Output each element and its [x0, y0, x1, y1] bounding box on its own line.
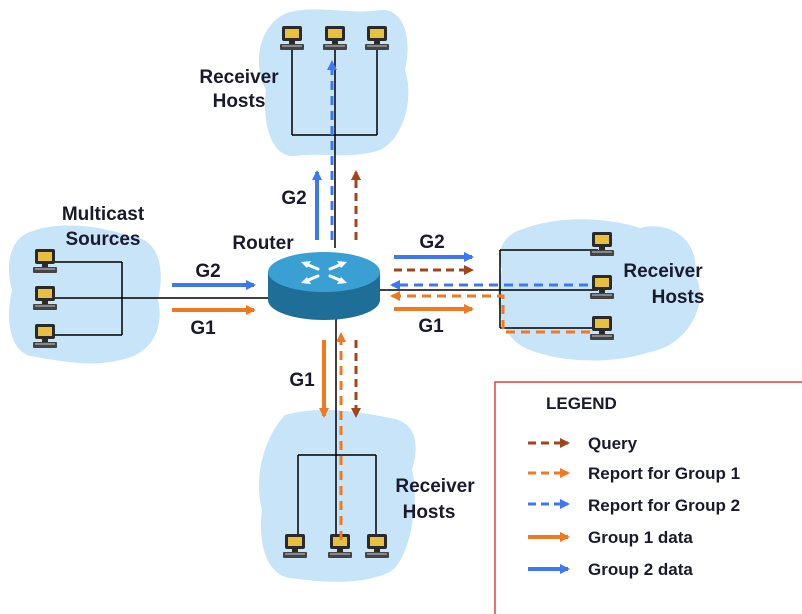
left-g2-label: G2: [195, 261, 220, 282]
computer-icon: [590, 316, 614, 340]
top-receivers-label-2: Hosts: [213, 91, 266, 112]
legend-item-group2-data: Group 2 data: [588, 560, 693, 579]
bottom-receivers-label-2: Hosts: [403, 502, 456, 523]
bottom-receivers-label-1: Receiver: [395, 476, 475, 497]
report-group1-right: [390, 291, 590, 334]
right-g1-label: G1: [418, 316, 444, 337]
computer-icon: [323, 26, 347, 50]
bottom-g1-label: G1: [289, 370, 315, 391]
computer-icon: [283, 534, 307, 558]
bottom-hosts: [283, 534, 389, 558]
top-receivers-label-1: Receiver: [199, 67, 279, 88]
legend-item-query: Query: [588, 434, 638, 453]
right-receivers-label-1: Receiver: [623, 261, 703, 282]
sources-label-2: Sources: [66, 229, 141, 250]
legend: LEGEND Query Report for Group 1 Report f…: [494, 381, 802, 614]
router-icon: [268, 252, 380, 320]
legend-title: LEGEND: [546, 394, 617, 413]
legend-item-group1-data: Group 1 data: [588, 528, 693, 547]
computer-icon: [365, 26, 389, 50]
computer-icon: [590, 275, 614, 299]
legend-box: [494, 381, 802, 614]
legend-item-report-group2: Report for Group 2: [588, 496, 740, 515]
legend-item-report-group1: Report for Group 1: [588, 464, 740, 483]
right-g2-label: G2: [419, 232, 444, 253]
right-hosts-wiring: [372, 249, 598, 329]
bottom-hosts-wiring: [297, 318, 377, 538]
left-hosts-wiring: [55, 261, 275, 336]
router-label: Router: [232, 233, 294, 254]
right-receivers-label-2: Hosts: [652, 287, 705, 308]
left-g1-label: G1: [190, 318, 216, 339]
computer-icon: [590, 232, 614, 256]
top-hosts: [280, 26, 389, 50]
top-g2-label: G2: [281, 188, 306, 209]
computer-icon: [33, 249, 57, 273]
computer-icon: [33, 324, 57, 348]
top-hosts-wiring: [291, 50, 378, 248]
source-hosts: [33, 249, 57, 348]
computer-icon: [365, 534, 389, 558]
computer-icon: [280, 26, 304, 50]
sources-label-1: Multicast: [62, 204, 145, 225]
computer-icon: [33, 286, 57, 310]
